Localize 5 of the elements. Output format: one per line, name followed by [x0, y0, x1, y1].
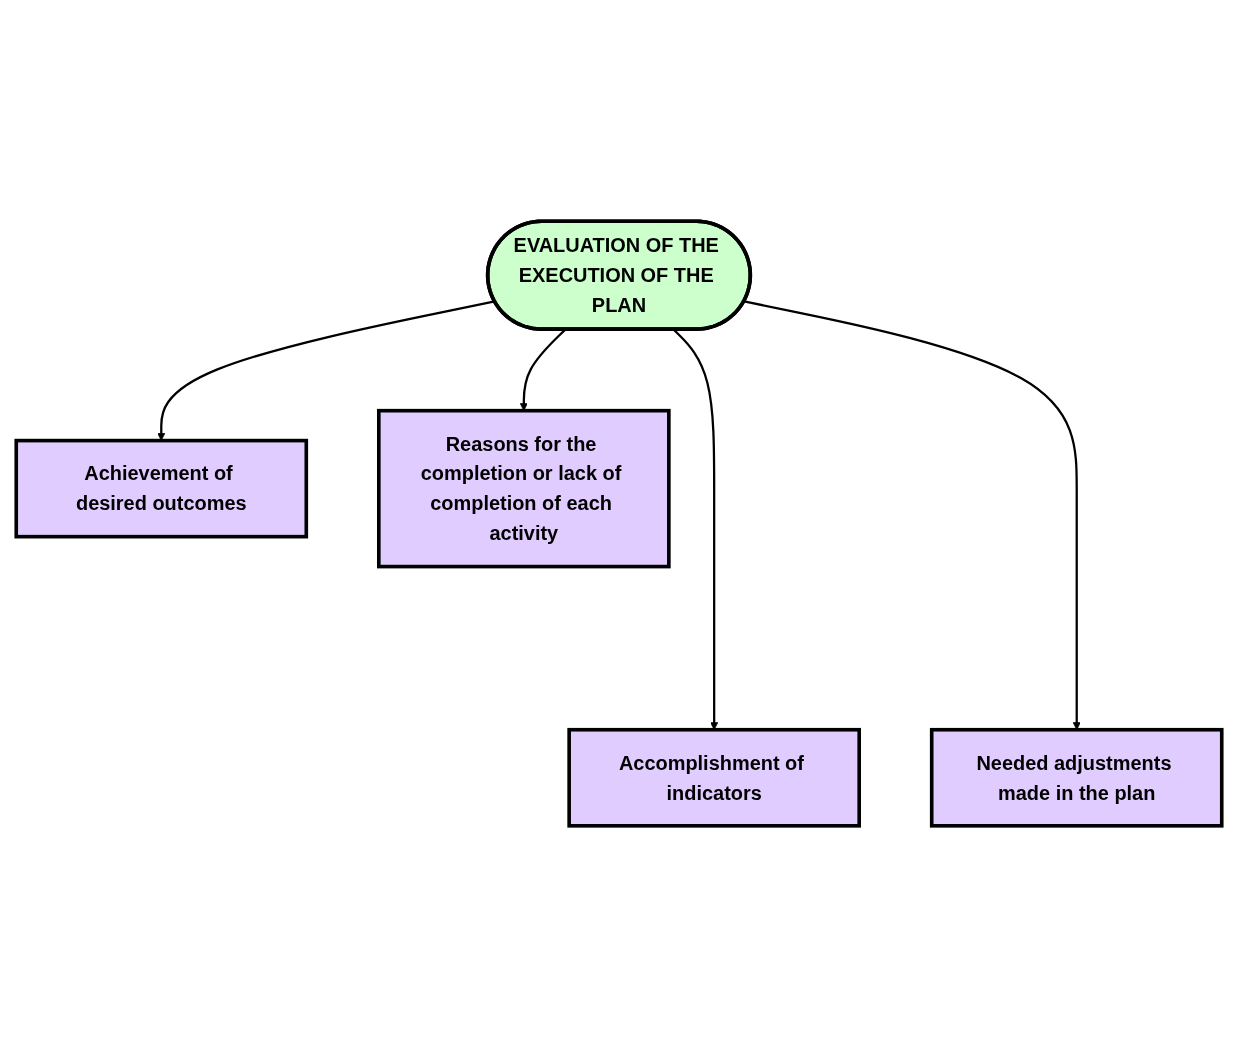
node-box: Accomplishment of indicators — [567, 727, 861, 828]
node-box: Reasons for the completion or lack of completion of each activity — [377, 408, 671, 569]
arrow — [157, 300, 495, 441]
node-box: Needed adjustments made in the plan — [929, 727, 1224, 828]
node-box: Achievement of desired outcomes — [14, 438, 309, 539]
